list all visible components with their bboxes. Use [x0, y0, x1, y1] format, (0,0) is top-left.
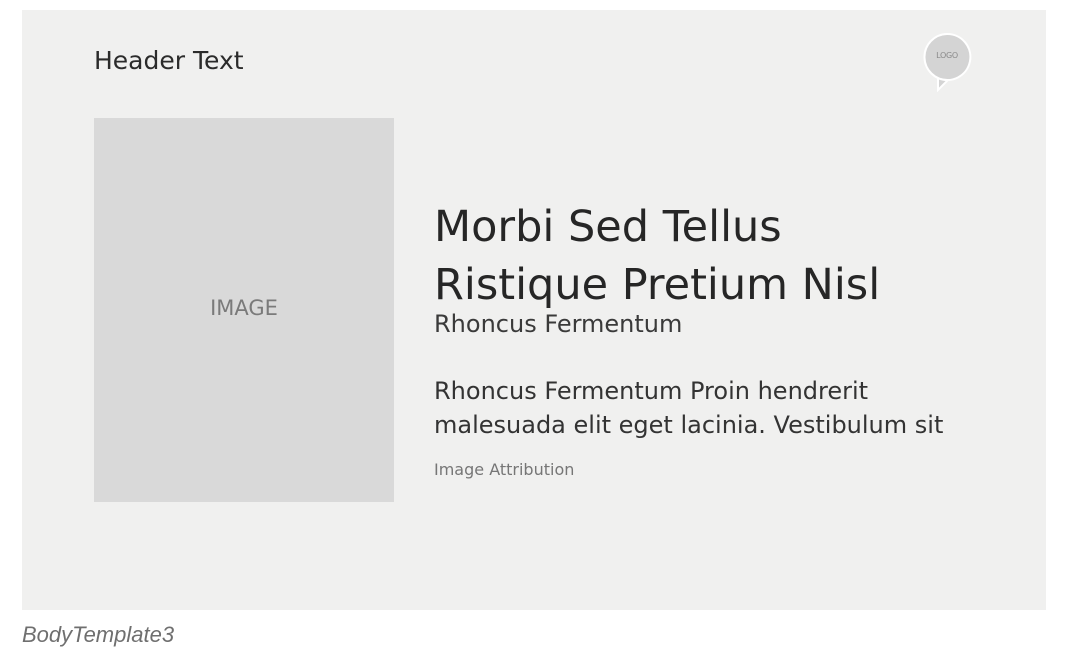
- logo-bubble-icon: [923, 32, 972, 93]
- title-line-2: Ristique Pretium Nisl: [434, 260, 881, 310]
- image-attribution: Image Attribution: [434, 460, 575, 479]
- body-line-1: Rhoncus Fermentum Proin hendrerit: [434, 377, 869, 405]
- header-text: Header Text: [94, 46, 244, 75]
- title-line-1: Morbi Sed Tellus: [434, 202, 782, 252]
- image-placeholder: IMAGE: [94, 118, 394, 502]
- body-line-2: malesuada elit eget lacinia. Vestibulum …: [434, 411, 944, 439]
- primary-title: Morbi Sed Tellus Ristique Pretium Nisl: [434, 198, 1034, 314]
- secondary-title: Rhoncus Fermentum: [434, 310, 683, 338]
- template-canvas: Header Text LOGO IMAGE Morbi Sed Tellus …: [22, 10, 1046, 610]
- image-label: IMAGE: [210, 296, 278, 320]
- logo: LOGO: [922, 32, 972, 93]
- template-caption: BodyTemplate3: [22, 622, 175, 647]
- body-text: Rhoncus Fermentum Proin hendrerit malesu…: [434, 374, 994, 442]
- logo-label: LOGO: [936, 51, 958, 60]
